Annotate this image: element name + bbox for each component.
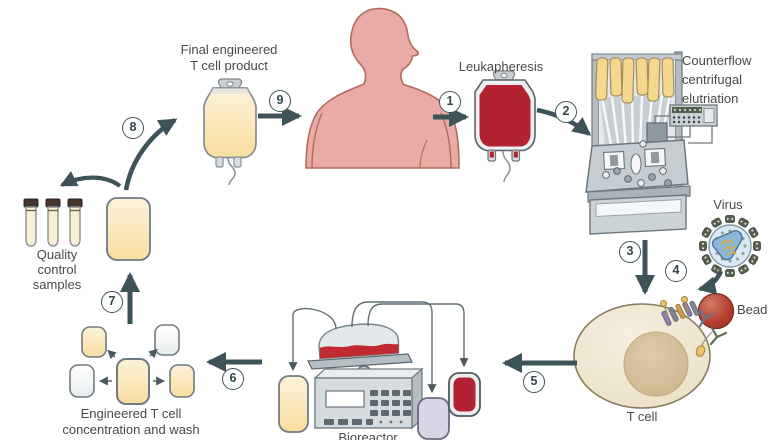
qc-bag: [106, 197, 151, 261]
step-badge-8: 8: [122, 117, 144, 139]
qc-test-tube: [45, 198, 61, 247]
virus-label: Virus: [713, 197, 743, 212]
virus: [699, 215, 761, 277]
bioreactor: [306, 323, 424, 430]
arrow-step-4: [697, 270, 724, 295]
final-product-bag: [203, 78, 257, 186]
arrow-step-8: [123, 118, 178, 191]
media-bag-red: [448, 372, 481, 417]
bioreactor-label: Bioreactor: [338, 430, 398, 440]
receptor-cluster: [660, 296, 728, 357]
bioreactor-bags: [278, 372, 481, 440]
qc-station: [23, 197, 151, 261]
leukapheresis-label: Leukapheresis: [458, 59, 544, 74]
final-product-label: Final engineered T cell product: [180, 42, 278, 73]
step-badge-7: 7: [101, 291, 123, 313]
external-control-panel: [669, 104, 718, 127]
t-cell: [573, 303, 711, 409]
t-cell-label: T cell: [626, 409, 658, 424]
step-badge-2: 2: [555, 101, 577, 123]
step-badge-1: 1: [439, 91, 461, 113]
media-bag-yellow: [278, 375, 309, 433]
qc-test-tube: [23, 198, 39, 247]
bead-label: Bead: [737, 302, 768, 317]
step-badge-3: 3: [619, 241, 641, 263]
elutriation-label: Counterflow centrifugal elutriation: [682, 53, 752, 106]
arrow-qc-sampling: [59, 171, 122, 188]
step-badge-6: 6: [222, 368, 244, 390]
wash-label: Engineered T cell concentration and wash: [62, 406, 200, 437]
step-badge-5: 5: [523, 371, 545, 393]
leukapheresis-bag: [474, 70, 536, 183]
bead: [697, 292, 735, 330]
patient-body: [305, 7, 460, 169]
elutriation-machine: [585, 51, 718, 235]
qc-samples-label: Quality control samples: [32, 247, 82, 292]
bioreactor-tubing: [288, 301, 469, 394]
qc-test-tube: [67, 198, 83, 247]
flow-arrows: [59, 106, 724, 373]
step-badge-4: 4: [665, 260, 687, 282]
media-bag-lavender: [417, 397, 450, 440]
wash-station: [69, 324, 195, 405]
step-badge-9: 9: [269, 90, 291, 112]
